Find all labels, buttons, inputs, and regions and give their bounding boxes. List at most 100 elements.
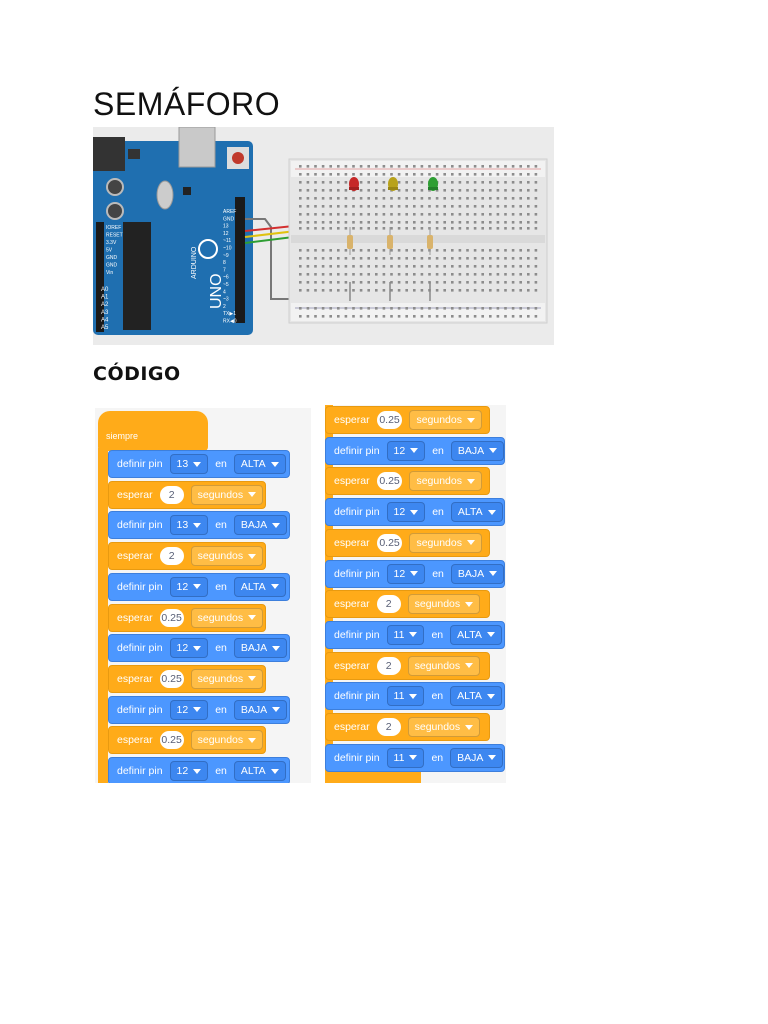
chevron-down-icon <box>193 584 202 590</box>
wait-value-input[interactable]: 2 <box>376 718 401 736</box>
wait-value-input[interactable]: 2 <box>376 656 401 675</box>
state-dropdown[interactable]: BAJA <box>233 515 288 536</box>
wait-keyword: esperar <box>334 475 370 488</box>
pin-dropdown[interactable]: 11 <box>386 624 425 645</box>
state-dropdown[interactable]: BAJA <box>233 699 288 720</box>
pin-dropdown[interactable]: 12 <box>169 699 209 720</box>
state-dropdown[interactable]: BAJA <box>450 563 505 584</box>
pin-label: RX◀0 <box>223 319 237 325</box>
svg-text:ARDUINO: ARDUINO <box>191 246 198 279</box>
state-dropdown[interactable]: ALTA <box>450 502 503 523</box>
pin-label: 8 <box>223 260 226 266</box>
unit-dropdown[interactable]: segundos <box>190 730 264 751</box>
unit-dropdown[interactable]: segundos <box>190 546 264 567</box>
unit-dropdown[interactable]: segundos <box>190 607 264 628</box>
chevron-down-icon <box>193 461 202 467</box>
red-led <box>349 177 359 191</box>
forever-hat-block[interactable]: siempre <box>98 411 208 451</box>
pin-label: ~9 <box>223 253 229 259</box>
state-dropdown[interactable]: ALTA <box>450 624 502 645</box>
pin-dropdown[interactable]: 11 <box>386 747 425 768</box>
wait-value-input[interactable]: 2 <box>159 485 184 504</box>
pin-label: GND <box>223 216 235 222</box>
state-dropdown[interactable]: BAJA <box>233 638 288 659</box>
wait-value-input[interactable]: 0.25 <box>376 411 403 429</box>
state-dropdown[interactable]: BAJA <box>450 440 505 461</box>
pin-dropdown[interactable]: 13 <box>169 454 209 474</box>
wait-value-input[interactable]: 0.25 <box>159 608 184 627</box>
state-dropdown[interactable]: ALTA <box>233 761 286 781</box>
pin-dropdown[interactable]: 12 <box>386 502 426 523</box>
chevron-down-icon <box>465 601 474 607</box>
in-keyword: en <box>215 642 227 655</box>
unit-dropdown[interactable]: segundos <box>190 668 264 689</box>
pin-dropdown[interactable]: 12 <box>169 761 209 781</box>
pin-label: A1 <box>101 295 109 301</box>
pin-label: ~6 <box>223 275 229 281</box>
unit-dropdown[interactable]: segundos <box>407 594 481 615</box>
in-keyword: en <box>431 751 444 764</box>
chevron-down-icon <box>248 615 257 620</box>
wait-block[interactable]: esperar 0.25 segundos <box>325 467 490 496</box>
wait-value-input[interactable]: 0.25 <box>159 669 184 688</box>
reset-button <box>232 152 244 164</box>
in-keyword: en <box>431 690 444 703</box>
pin-dropdown[interactable]: 11 <box>386 686 425 707</box>
pin-dropdown[interactable]: 12 <box>169 576 209 597</box>
unit-dropdown[interactable]: segundos <box>407 655 481 676</box>
unit-dropdown[interactable]: segundos <box>409 532 482 553</box>
wait-value-input[interactable]: 0.25 <box>376 533 403 552</box>
state-dropdown[interactable]: BAJA <box>450 747 504 768</box>
pin-label: A3 <box>101 310 109 316</box>
unit-dropdown[interactable]: segundos <box>409 471 482 492</box>
pin-dropdown[interactable]: 12 <box>386 440 426 461</box>
unit-dropdown[interactable]: segundos <box>407 717 481 737</box>
unit-dropdown[interactable]: segundos <box>190 484 264 505</box>
pin-dropdown[interactable]: 12 <box>386 563 426 584</box>
power-header <box>96 222 104 332</box>
pin-dropdown[interactable]: 13 <box>169 515 209 536</box>
pin-label: 4 <box>223 289 226 295</box>
unit-dropdown[interactable]: segundos <box>409 410 482 430</box>
pin-label: A2 <box>101 302 109 308</box>
wait-value-input[interactable]: 2 <box>159 547 184 566</box>
pin-label: Vin <box>106 270 113 276</box>
chevron-down-icon <box>248 553 257 559</box>
wait-value-input[interactable]: 0.25 <box>159 731 184 750</box>
state-dropdown[interactable]: ALTA <box>233 454 286 474</box>
set-pin-keyword: definir pin <box>334 628 380 641</box>
chevron-down-icon <box>272 707 281 713</box>
code-heading: CÓDIGO <box>93 363 181 385</box>
chevron-down-icon <box>270 768 279 774</box>
wait-value-input[interactable]: 0.25 <box>376 472 403 491</box>
forever-c-bar <box>98 448 108 783</box>
state-dropdown[interactable]: ALTA <box>233 576 286 597</box>
chevron-down-icon <box>248 737 257 743</box>
pin-dropdown[interactable]: 12 <box>169 638 209 659</box>
state-dropdown[interactable]: ALTA <box>450 686 502 707</box>
wait-value-input[interactable]: 2 <box>376 595 401 614</box>
in-keyword: en <box>215 580 227 593</box>
